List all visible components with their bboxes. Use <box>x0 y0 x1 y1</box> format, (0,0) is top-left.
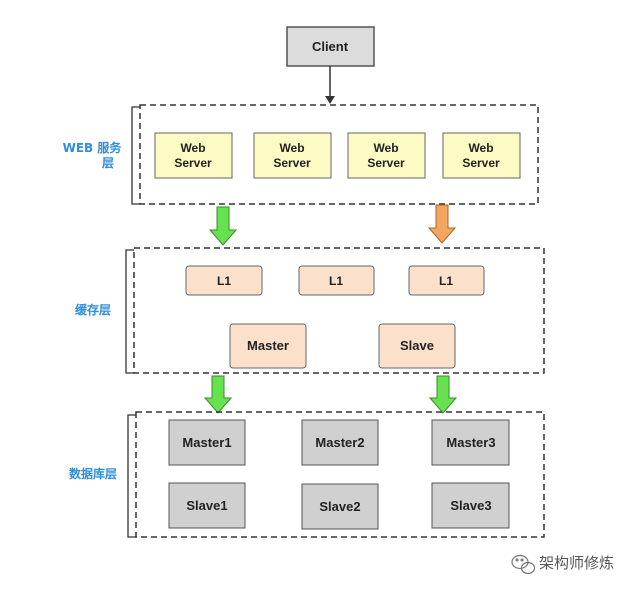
db-slave-2-label: Slave2 <box>319 499 360 514</box>
web-server-1-line2: Server <box>174 156 212 170</box>
cache-l1-1 <box>185 265 263 296</box>
green-arrow-web-to-cache <box>208 206 238 246</box>
cache-master <box>229 323 307 369</box>
cache-slave <box>378 323 456 369</box>
cache-l1-3-label: L1 <box>439 274 453 288</box>
db-slave-1-label: Slave1 <box>186 498 227 513</box>
db-slave-2 <box>301 483 379 530</box>
cache-l1-2-label: L1 <box>329 274 343 288</box>
cache-slave-label: Slave <box>400 338 434 353</box>
db-slave-3 <box>431 482 510 529</box>
web-server-3 <box>347 132 426 179</box>
web-server-1 <box>154 132 233 179</box>
db-layer-bracket <box>127 414 136 538</box>
db-master-1-label: Master1 <box>182 435 231 450</box>
db-layer-label: 数据库层 <box>69 466 117 481</box>
web-layer-bracket <box>131 106 140 205</box>
watermark-text: 架构师修炼 <box>539 554 614 572</box>
web-server-2-line2: Server <box>273 156 311 170</box>
db-layer-frame <box>135 411 545 538</box>
cache-l1-3 <box>408 265 485 296</box>
db-master-2-label: Master2 <box>315 435 364 450</box>
cache-layer-frame <box>133 247 545 374</box>
cache-layer-bracket <box>125 249 134 374</box>
db-master-3-label: Master3 <box>446 435 495 450</box>
green-arrow-cache-to-db-2 <box>428 375 458 414</box>
web-server-3-line2: Server <box>367 156 405 170</box>
orange-arrow-web-to-cache <box>427 204 457 244</box>
web-server-2-line1: Web <box>279 141 304 155</box>
cache-l1-1-label: L1 <box>217 274 231 288</box>
db-slave-1 <box>168 482 246 529</box>
db-slave-3-label: Slave3 <box>450 498 491 513</box>
cache-master-label: Master <box>247 338 289 353</box>
client-label: Client <box>312 39 349 54</box>
green-arrow-cache-to-db-1 <box>203 375 233 414</box>
cache-l1-2 <box>298 265 375 296</box>
web-server-4-line1: Web <box>468 141 493 155</box>
db-master-2 <box>301 419 379 466</box>
wechat-icon <box>511 554 536 575</box>
db-master-3 <box>431 419 510 466</box>
web-server-4-line2: Server <box>462 156 500 170</box>
client-arrow-head <box>325 96 335 104</box>
db-master-1 <box>168 419 246 466</box>
web-server-3-line1: Web <box>373 141 398 155</box>
web-server-2 <box>253 132 332 179</box>
web-layer-label-line1: WEB 服务 <box>63 140 123 155</box>
web-layer-label-line2: 层 <box>102 156 114 170</box>
web-server-1-line1: Web <box>180 141 205 155</box>
web-server-4 <box>442 132 521 179</box>
client-box <box>286 26 375 67</box>
web-layer-frame <box>139 104 539 205</box>
cache-layer-label: 缓存层 <box>75 302 111 317</box>
